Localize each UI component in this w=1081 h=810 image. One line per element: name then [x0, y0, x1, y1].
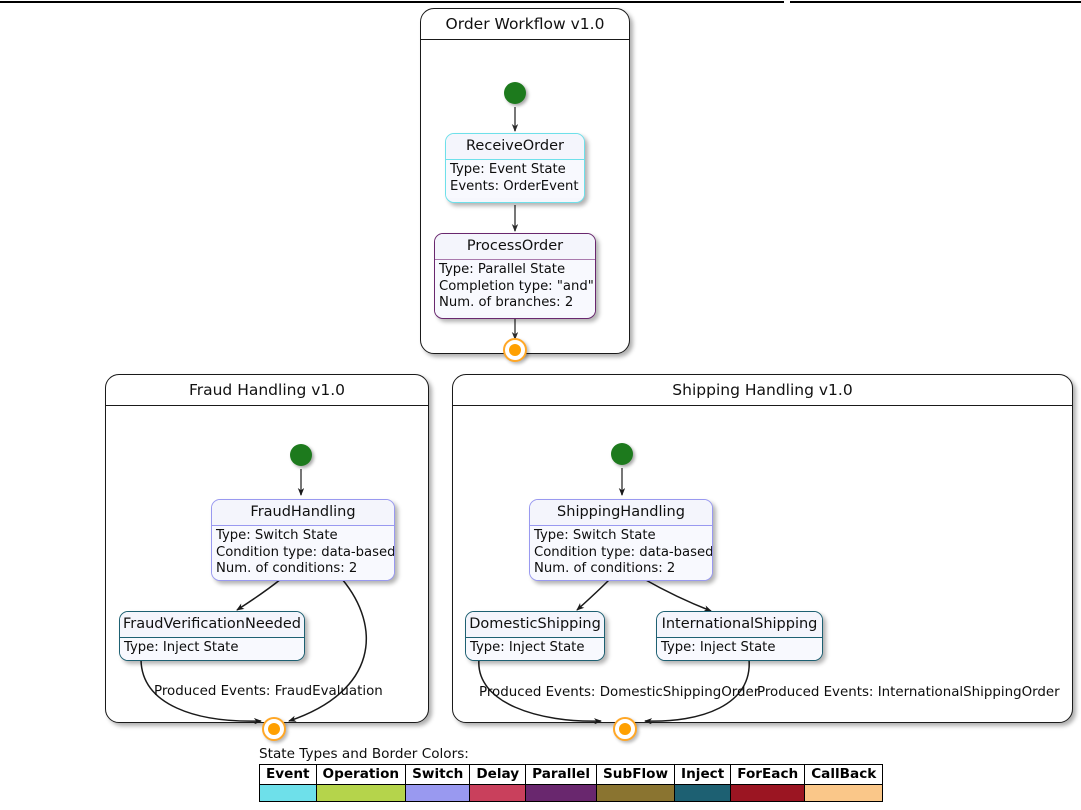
state-divider	[212, 525, 394, 526]
state-name-shippinghandling: ShippingHandling	[530, 500, 712, 525]
state-node-receiveorder[interactable]: ReceiveOrder Type: Event State Events: O…	[445, 133, 585, 203]
detail-line: Condition type: data-based	[534, 544, 713, 560]
detail-line: Type: Inject State	[124, 640, 239, 655]
state-divider	[530, 525, 712, 526]
detail-line: Num. of branches: 2	[439, 295, 574, 310]
edge-label-domestic-produced-events: Produced Events: DomesticShippingOrder	[479, 685, 760, 700]
detail-line: Type: Event State	[450, 162, 566, 177]
legend-header-callback: CallBack	[804, 764, 884, 785]
state-details-fraudhandling: Type: Switch State Condition type: data-…	[212, 526, 395, 580]
state-name-domesticshipping: DomesticShipping	[466, 612, 604, 637]
legend-swatch-inject	[674, 784, 732, 802]
state-node-fraudverificationneeded[interactable]: FraudVerificationNeeded Type: Inject Sta…	[119, 611, 305, 661]
workflow-body-fraud: FraudHandling Type: Switch State Conditi…	[106, 405, 428, 741]
legend-swatch-event	[259, 784, 317, 802]
edge-label-fraud-produced-events: Produced Events: FraudEvaluation	[154, 684, 383, 699]
workflow-panel-shipping[interactable]: Shipping Handling v1.0 ShippingHandling	[452, 374, 1073, 741]
detail-line: Type: Parallel State	[439, 262, 566, 277]
workflow-panel-fraud[interactable]: Fraud Handling v1.0 FraudHandling Type: …	[105, 374, 429, 741]
detail-line: Type: Inject State	[470, 640, 585, 655]
state-name-fraudverificationneeded: FraudVerificationNeeded	[120, 612, 304, 637]
legend-header-event: Event	[259, 764, 317, 785]
state-divider	[657, 637, 822, 638]
legend-swatch-parallel	[525, 784, 597, 802]
detail-line: Type: Switch State	[216, 528, 338, 543]
state-node-fraudhandling[interactable]: FraudHandling Type: Switch State Conditi…	[211, 499, 395, 581]
state-divider	[435, 259, 595, 260]
workflow-panel-order[interactable]: Order Workflow v1.0 ReceiveOrder Type: E…	[420, 8, 630, 362]
legend-header-parallel: Parallel	[525, 764, 597, 785]
legend-header-inject: Inject	[674, 764, 732, 785]
state-details-fraudverificationneeded: Type: Inject State	[120, 638, 304, 660]
legend-swatch-delay	[469, 784, 527, 802]
legend-header-foreach: ForEach	[730, 764, 806, 785]
state-node-processorder[interactable]: ProcessOrder Type: Parallel State Comple…	[434, 233, 596, 319]
legend-table: Event Operation Switch Delay Parallel Su…	[259, 764, 884, 802]
state-name-processorder: ProcessOrder	[435, 234, 595, 259]
detail-line: Type: Switch State	[534, 528, 656, 543]
legend-swatch-subflow	[595, 784, 676, 802]
state-node-internationalshipping[interactable]: InternationalShipping Type: Inject State	[656, 611, 823, 661]
state-details-receiveorder: Type: Event State Events: OrderEvent	[446, 160, 584, 198]
state-node-shippinghandling[interactable]: ShippingHandling Type: Switch State Cond…	[529, 499, 713, 581]
legend-caption: State Types and Border Colors:	[259, 746, 469, 762]
state-divider	[446, 159, 584, 160]
edge-label-international-produced-events: Produced Events: InternationalShippingOr…	[757, 685, 1060, 700]
detail-line: Events: OrderEvent	[450, 178, 579, 194]
state-name-receiveorder: ReceiveOrder	[446, 134, 584, 159]
detail-line: Condition type: data-based	[216, 544, 395, 560]
detail-line: Num. of conditions: 2	[534, 561, 676, 576]
state-divider	[466, 637, 604, 638]
state-node-domesticshipping[interactable]: DomesticShipping Type: Inject State	[465, 611, 605, 661]
start-node-fraud	[290, 444, 312, 466]
legend-header-switch: Switch	[405, 764, 471, 785]
start-node-order	[504, 82, 526, 104]
legend-swatch-switch	[405, 784, 471, 802]
workflow-title-order: Order Workflow v1.0	[421, 9, 629, 40]
detail-line: Num. of conditions: 2	[216, 561, 358, 576]
legend-swatch-foreach	[730, 784, 806, 802]
legend-header-delay: Delay	[469, 764, 527, 785]
state-name-internationalshipping: InternationalShipping	[657, 612, 822, 637]
end-node-order	[503, 338, 527, 362]
state-name-fraudhandling: FraudHandling	[212, 500, 394, 525]
workflow-body-order: ReceiveOrder Type: Event State Events: O…	[421, 39, 629, 362]
legend-header-operation: Operation	[315, 764, 407, 785]
workflow-title-fraud: Fraud Handling v1.0	[106, 375, 428, 406]
state-divider	[120, 637, 304, 638]
state-details-processorder: Type: Parallel State Completion type: "a…	[435, 260, 595, 315]
legend-swatch-row	[259, 784, 884, 802]
legend-header-row: Event Operation Switch Delay Parallel Su…	[259, 764, 884, 785]
end-node-fraud	[262, 717, 286, 741]
workflow-title-shipping: Shipping Handling v1.0	[453, 375, 1072, 406]
legend-header-subflow: SubFlow	[595, 764, 676, 785]
page-top-rule-right	[790, 1, 1081, 3]
state-details-shippinghandling: Type: Switch State Condition type: data-…	[530, 526, 713, 580]
start-node-shipping	[611, 443, 633, 465]
end-node-shipping	[613, 717, 637, 741]
detail-line: Type: Inject State	[661, 640, 776, 655]
legend-swatch-operation	[315, 784, 407, 802]
workflow-body-shipping: ShippingHandling Type: Switch State Cond…	[453, 405, 1072, 741]
page-top-rule	[0, 1, 784, 3]
legend-swatch-callback	[804, 784, 884, 802]
state-details-domesticshipping: Type: Inject State	[466, 638, 604, 660]
legend: State Types and Border Colors: Event Ope…	[259, 746, 884, 802]
state-details-internationalshipping: Type: Inject State	[657, 638, 822, 660]
detail-line: Completion type: "and"	[439, 278, 594, 294]
